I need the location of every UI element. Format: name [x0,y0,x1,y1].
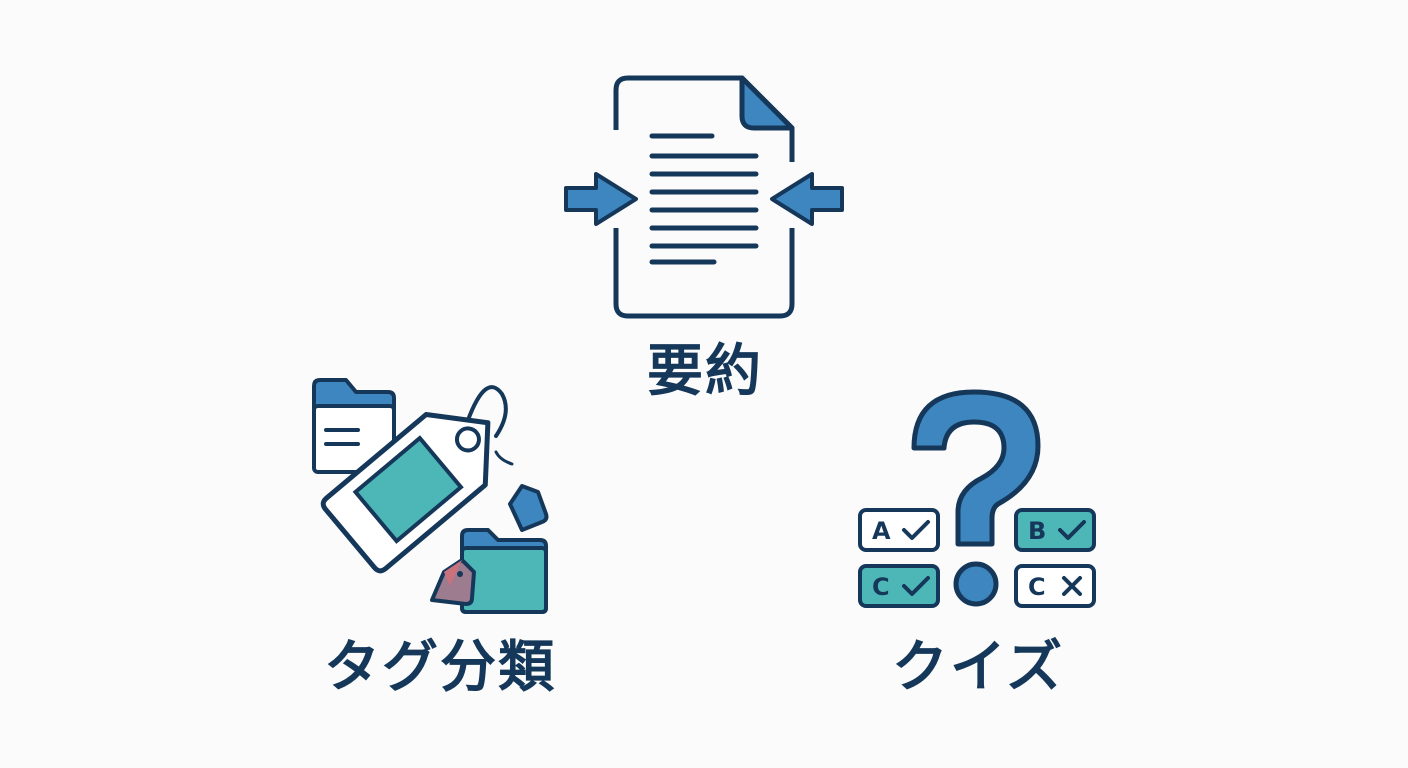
quiz-option-c-correct: C [858,564,940,608]
svg-text:B: B [1028,517,1046,545]
check-icon [902,520,930,540]
quiz-option-b: B [1014,508,1096,552]
svg-text:C: C [1028,573,1046,601]
large-tag-icon [320,411,491,574]
check-icon [1058,520,1086,540]
svg-text:C: C [872,573,890,601]
check-icon [902,576,930,596]
feature-summary: 要約 [550,70,860,410]
folder-icon [460,528,548,614]
feature-tagging: タグ分類 [300,372,580,702]
tags-and-folders-icon [312,378,549,614]
small-tag-icon [430,558,476,606]
quiz-label: クイズ [891,635,1065,700]
document-compress-icon [564,75,844,319]
summary-label: 要約 [647,339,763,404]
cross-icon [1062,576,1082,596]
question-mark-icon: A B C C [858,389,1096,608]
tagging-label: タグ分類 [324,635,556,700]
svg-text:A: A [872,517,891,545]
feature-quiz: A B C C クイズ [848,378,1108,708]
small-tag-icon [494,450,549,532]
quiz-option-c-wrong: C [1014,564,1096,608]
quiz-option-a: A [858,508,940,552]
